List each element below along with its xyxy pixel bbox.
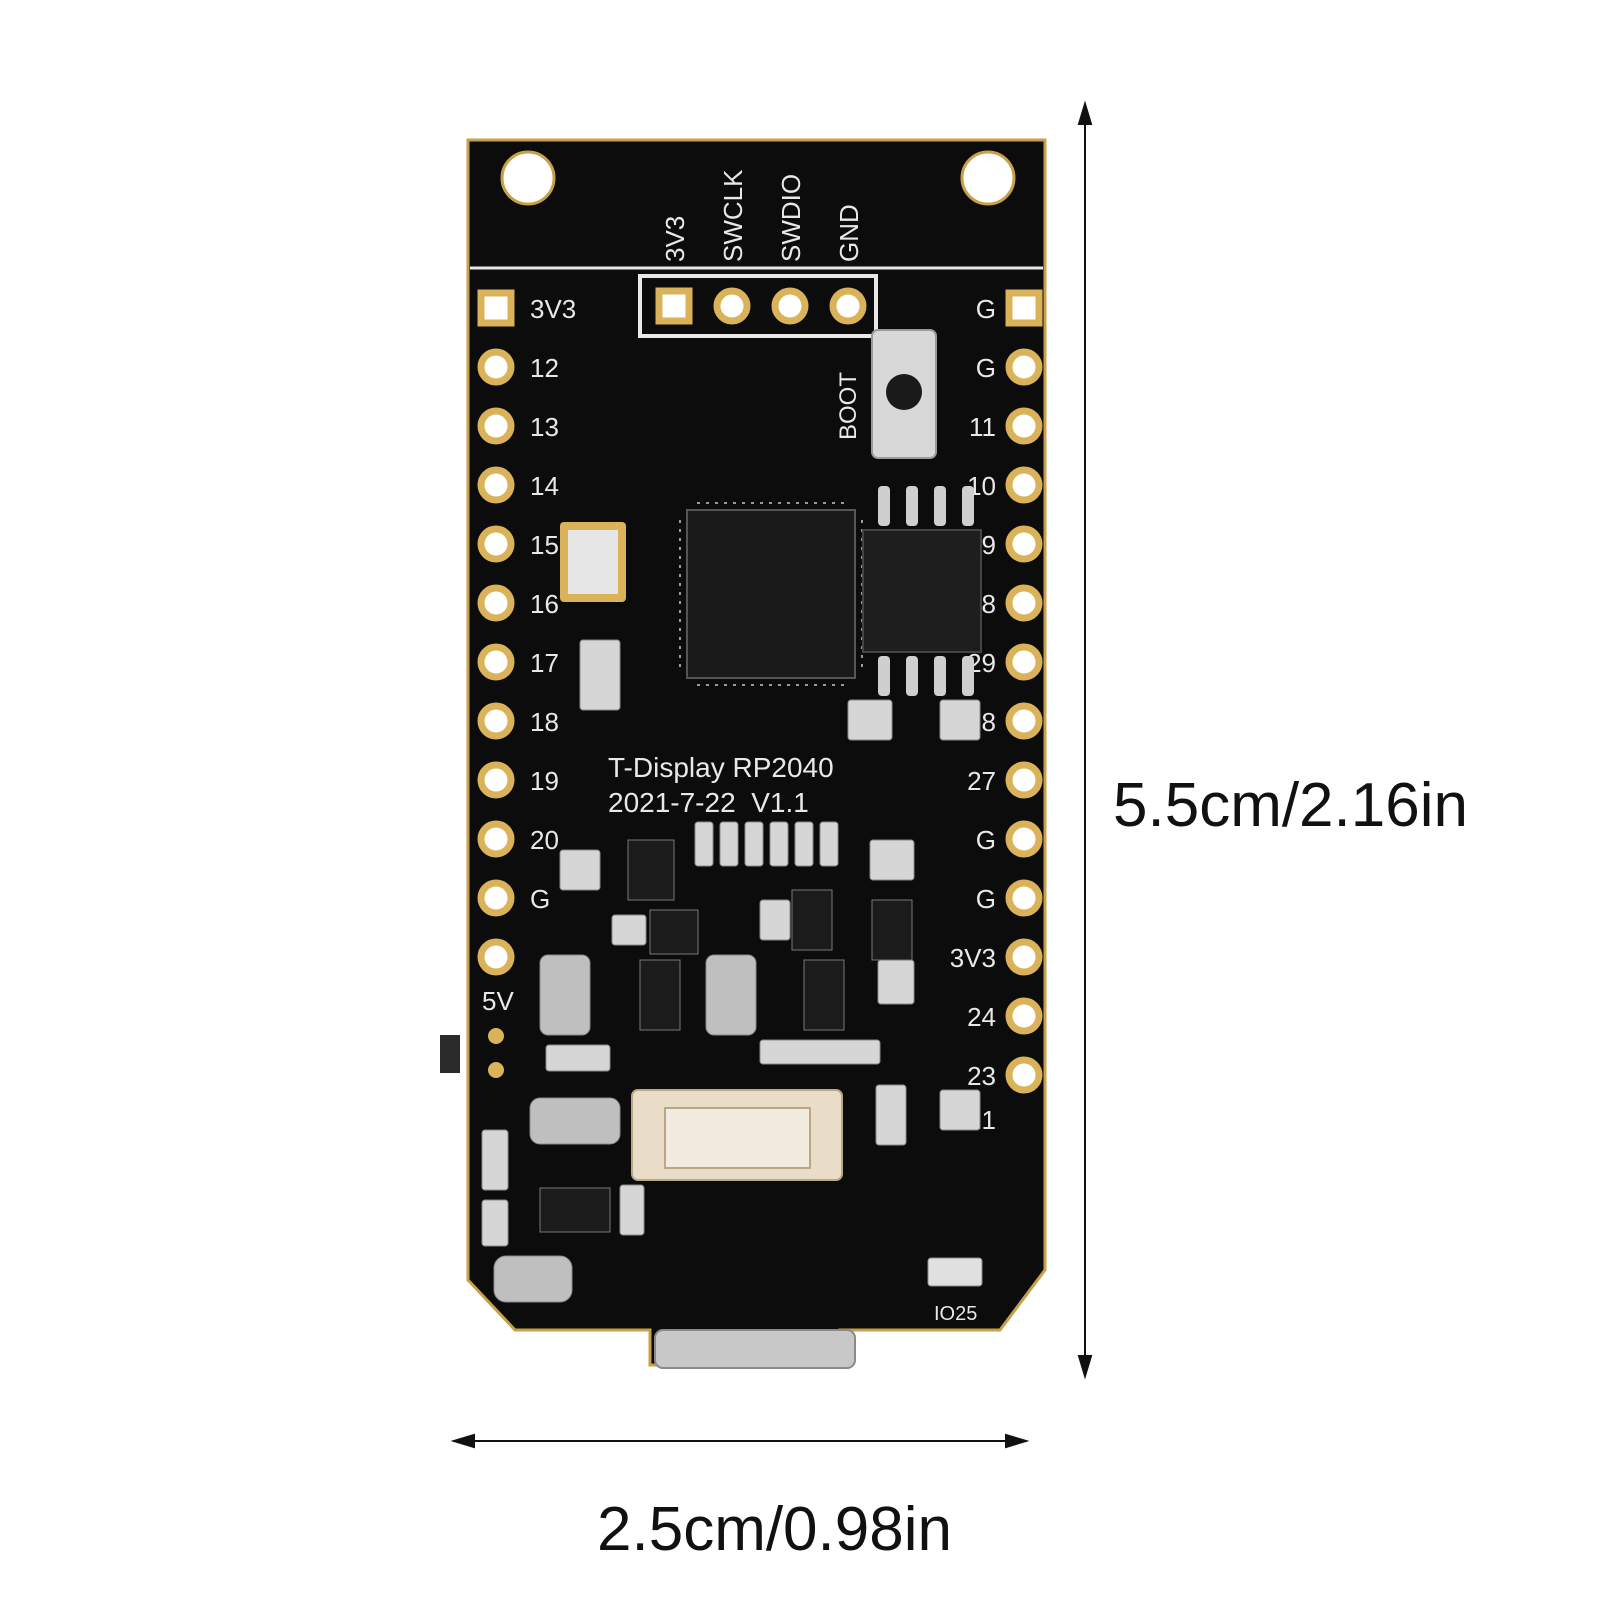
left-pin-labels: 3V3 12 13 14 15 16 17 18 19 20G (530, 294, 576, 914)
led-label: IO25 (934, 1303, 977, 1325)
pin-label: G (976, 825, 996, 855)
pin-pad (1005, 348, 1043, 386)
mounting-hole (500, 150, 556, 206)
pin-pad (477, 702, 515, 740)
pin-label: 17 (530, 648, 559, 678)
pin-pad (477, 289, 515, 327)
pin-label: 16 (530, 589, 559, 619)
debug-header (638, 274, 878, 338)
pin-label: 24 (967, 1002, 996, 1032)
boot-button-cap (886, 374, 922, 410)
pin-pad (477, 761, 515, 799)
pin-pad (477, 938, 515, 976)
boot-label: BOOT (835, 372, 862, 440)
debug-header-pads (655, 287, 867, 325)
pin-label: 27 (967, 766, 996, 796)
power-pad (488, 1062, 504, 1078)
debug-pin-label: GND (834, 204, 864, 262)
debug-pad (713, 287, 751, 325)
pin-label: 18 (530, 707, 559, 737)
pin-pad (1005, 938, 1043, 976)
pin-pad (1005, 702, 1043, 740)
width-dimension-label: 2.5cm/0.98in (597, 1495, 952, 1564)
pin-label: 14 (530, 471, 559, 501)
pin-label: G (976, 294, 996, 324)
pin-pad (1005, 525, 1043, 563)
pin-pad (477, 879, 515, 917)
debug-pin-label: SWCLK (718, 169, 748, 262)
battery-connector-slot (664, 1107, 811, 1169)
usb-c-port (654, 1329, 856, 1369)
pin-label: 3V3 (950, 943, 996, 973)
power-switch (440, 1035, 460, 1073)
pin-pad (1005, 879, 1043, 917)
pin-pad (1005, 761, 1043, 799)
pin-pad (1005, 1056, 1043, 1094)
smd-components (481, 639, 983, 1303)
flash-chip-pins (878, 486, 974, 696)
pin-pad (1005, 997, 1043, 1035)
height-dimension-label: 5.5cm/2.16in (1113, 771, 1468, 840)
debug-header-labels: 3V3 SWCLK SWDIO GND (660, 169, 864, 262)
pin-label: 3V3 (530, 294, 576, 324)
pin-label: 19 (530, 766, 559, 796)
debug-pin-label: SWDIO (776, 174, 806, 262)
pin-pad (1005, 289, 1043, 327)
pin-pad (477, 348, 515, 386)
pin-pad (477, 820, 515, 858)
height-dimension-arrow (1077, 100, 1093, 1380)
pin-pad (477, 584, 515, 622)
pin-pad (477, 407, 515, 445)
crystal-body (568, 530, 618, 594)
pin-label: 9 (982, 530, 996, 560)
power-pad (488, 1028, 504, 1044)
pin-pad (1005, 584, 1043, 622)
pin-label: 8 (982, 589, 996, 619)
pin-pad (477, 466, 515, 504)
pin-label: 23 (967, 1061, 996, 1091)
pin-pad (477, 525, 515, 563)
pin-pad (1005, 466, 1043, 504)
debug-pad (829, 287, 867, 325)
pin-pad (1005, 643, 1043, 681)
transistors (539, 839, 913, 1233)
pin-label: G (976, 353, 996, 383)
pin-pad (1005, 407, 1043, 445)
pin-label: 13 (530, 412, 559, 442)
pin-label: 20 (530, 825, 559, 855)
pin-pad (1005, 820, 1043, 858)
power-label: 5V (482, 986, 514, 1016)
width-dimension-arrow (450, 1433, 1030, 1449)
board-name: T-Display RP2040 (608, 752, 834, 783)
pin-label: 12 (530, 353, 559, 383)
pin-label: G (976, 884, 996, 914)
board-version: 2021-7-22 V1.1 (608, 787, 809, 818)
pin-label: 11 (969, 412, 996, 442)
flash-chip (862, 529, 982, 653)
mounting-hole (960, 150, 1016, 206)
debug-pin-label: 3V3 (660, 216, 690, 262)
debug-pad (655, 287, 693, 325)
pin-label: G (530, 884, 550, 914)
left-pin-pads (477, 289, 515, 976)
right-pin-pads (1005, 289, 1043, 1094)
rp2040-chip (686, 509, 856, 679)
pin-label: 15 (530, 530, 559, 560)
debug-pad (771, 287, 809, 325)
pin-pad (477, 643, 515, 681)
